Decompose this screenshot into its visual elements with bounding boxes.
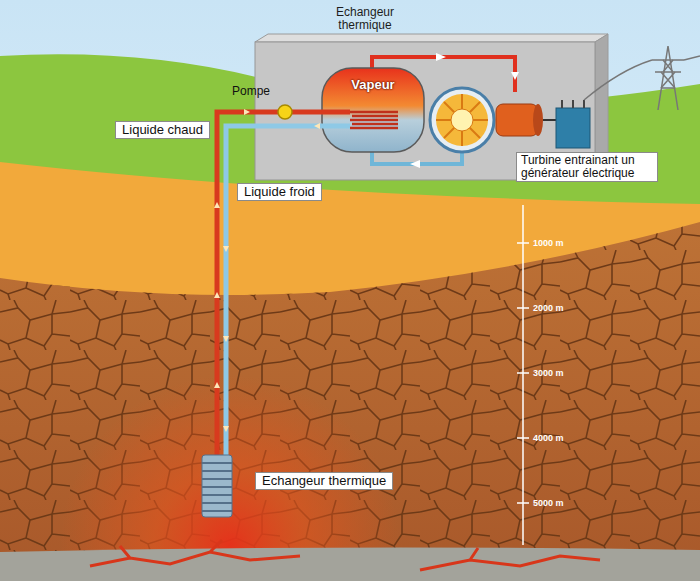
- sediment-layer: [0, 162, 700, 581]
- component-label: Echangeur thermique: [320, 6, 410, 32]
- node-text: Liquide chaud: [122, 122, 203, 138]
- steam-vessel: Vapeur: [322, 68, 424, 152]
- ground-heat-exchanger: [202, 455, 232, 517]
- turbine-wheel: [436, 94, 488, 146]
- vessel-coil: [350, 112, 398, 128]
- power-cable: [543, 119, 556, 121]
- depth-label: 5000 m: [533, 498, 564, 508]
- node-text: Turbine entrainant un générateur électri…: [521, 154, 653, 180]
- depth-scale: [517, 205, 529, 545]
- exchanger-coils: [202, 463, 232, 511]
- heat-glow: [0, 330, 700, 581]
- node-text: Vapeur: [322, 77, 424, 92]
- hot-liquid-tag: Liquide chaud: [115, 121, 210, 139]
- transformer: [556, 108, 590, 148]
- node-text: Liquide froid: [244, 184, 315, 200]
- depth-label: 3000 m: [533, 368, 564, 378]
- rock-cracks: [0, 222, 700, 581]
- turbine-tag: Turbine entrainant un générateur électri…: [516, 152, 658, 182]
- hot-pipe: [217, 112, 350, 455]
- flow-arrows: [214, 109, 320, 432]
- power-pylon: [584, 46, 700, 110]
- component-label: Pompe: [232, 84, 270, 98]
- cold-pipe: [226, 126, 350, 455]
- turbine-casing: [430, 88, 494, 152]
- generator-end: [533, 104, 543, 136]
- flow-arrow: [511, 72, 519, 80]
- depth-label: 1000 m: [533, 238, 564, 248]
- depth-label: 4000 m: [533, 433, 564, 443]
- depth-label: 2000 m: [533, 303, 564, 313]
- cold-liquid-tag: Liquide froid: [237, 183, 322, 201]
- turbine-blades: [436, 94, 488, 146]
- flow-arrow: [410, 160, 420, 168]
- transformer-terminals: [562, 100, 584, 108]
- rock-layer: [0, 222, 700, 581]
- building-roof: [255, 34, 608, 42]
- node-text: Echangeur thermique: [262, 473, 386, 489]
- turbine-hub: [451, 109, 473, 131]
- flow-arrow: [436, 53, 446, 61]
- generator: [496, 104, 538, 136]
- exchanger-tag: Echangeur thermique: [255, 472, 393, 490]
- pump-symbol: [278, 105, 292, 119]
